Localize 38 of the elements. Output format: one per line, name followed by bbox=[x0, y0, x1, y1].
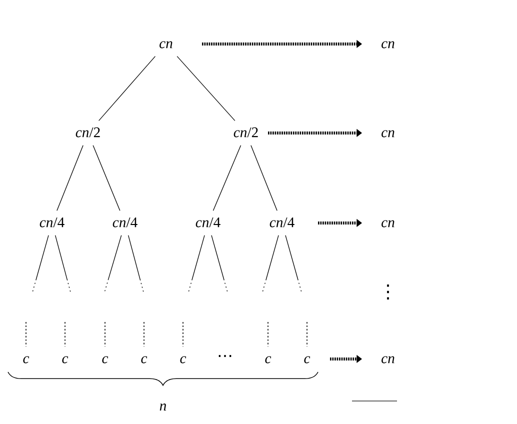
branch-line bbox=[188, 234, 205, 294]
leaf-label: c bbox=[62, 356, 68, 364]
leaf-label: c bbox=[304, 356, 310, 364]
branch-line bbox=[54, 234, 72, 294]
vertical-ellipsis: ⋮ bbox=[387, 284, 389, 300]
branch-line bbox=[250, 144, 278, 211]
branch-line bbox=[176, 56, 236, 121]
leaf-label: c bbox=[102, 356, 108, 364]
term-label: cn bbox=[160, 41, 172, 48]
leaf-label: c bbox=[180, 356, 186, 364]
term-label: cn/2 bbox=[234, 127, 258, 138]
branch-line bbox=[211, 234, 228, 294]
horizontal-ellipsis: ⋯ bbox=[218, 355, 232, 357]
level-sum-label: cn bbox=[382, 356, 394, 364]
leaf-label: c bbox=[265, 356, 272, 364]
term-label: cn/4 bbox=[196, 217, 220, 228]
term-label: cn/4 bbox=[112, 217, 138, 228]
level-sum-label: cn bbox=[382, 220, 394, 228]
branch-line bbox=[285, 234, 302, 294]
leaf-label: c bbox=[23, 356, 30, 364]
brace-label: n bbox=[160, 404, 166, 410]
branch-line bbox=[92, 144, 120, 211]
level-sum-label: cn bbox=[382, 41, 394, 48]
term-label: cn/4 bbox=[40, 217, 64, 228]
dotted-line bbox=[182, 322, 184, 348]
branch-line bbox=[98, 56, 156, 121]
leaf-label: c bbox=[141, 356, 148, 364]
dotted-line bbox=[64, 322, 66, 348]
term-label: cn/4 bbox=[270, 217, 294, 228]
level-sum-label: cn bbox=[382, 130, 394, 138]
dotted-line bbox=[104, 322, 106, 348]
dotted-line bbox=[306, 322, 308, 348]
branch-line bbox=[32, 234, 49, 294]
term-label: cn/2 bbox=[76, 127, 100, 138]
branch-line bbox=[262, 234, 279, 294]
branch-line bbox=[212, 144, 242, 211]
branch-line bbox=[56, 144, 84, 211]
branch-line bbox=[128, 234, 144, 294]
